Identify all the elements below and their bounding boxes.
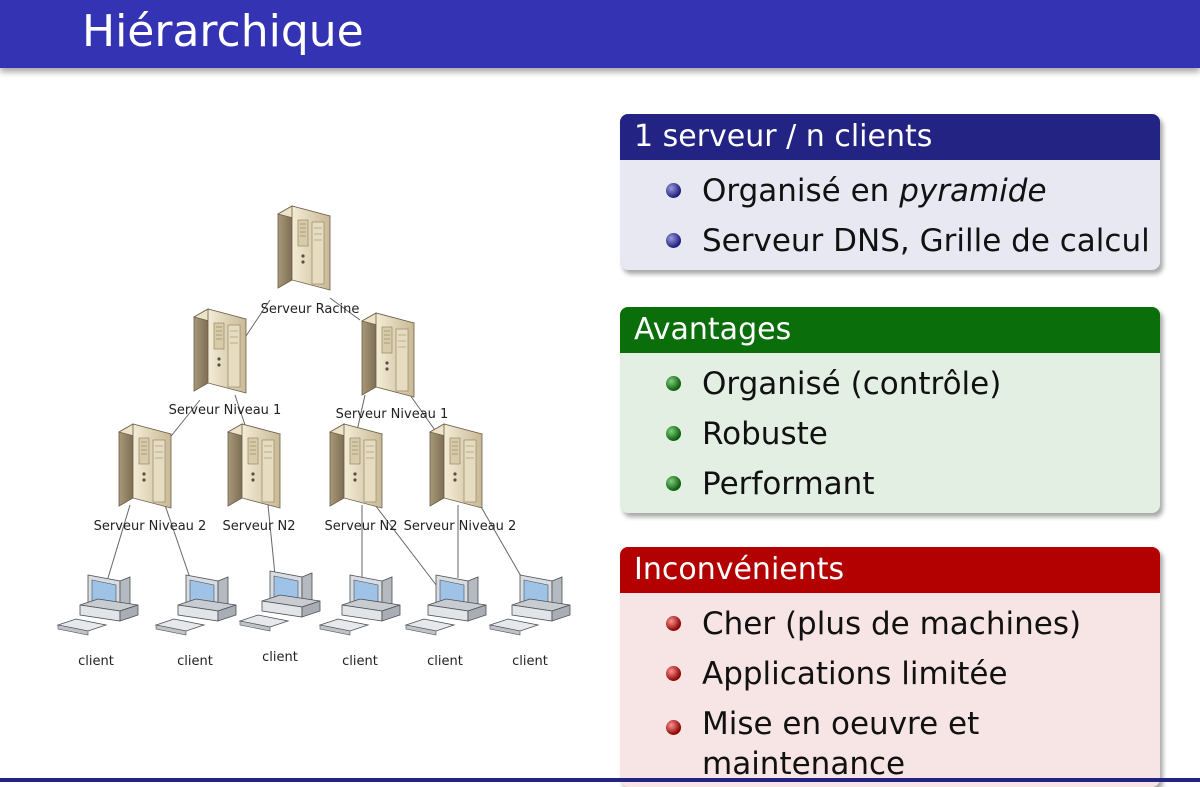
list-item: Mise en oeuvre et maintenance: [666, 699, 1160, 784]
block-serveur-clients: 1 serveur / n clients Organisé en pyrami…: [620, 114, 1160, 270]
client-computer-icon: [405, 574, 487, 636]
list-item-text: Mise en oeuvre et maintenance: [702, 706, 980, 782]
list-item: Robuste: [666, 409, 1160, 459]
list-item: Performant: [666, 459, 1160, 509]
client-computer-icon: [319, 574, 401, 636]
list-item-text: Organisé (contrôle): [702, 366, 1002, 402]
level2-server-icon: [429, 423, 483, 509]
list-item-text: Cher (plus de machines): [702, 606, 1082, 642]
client-label: client: [78, 654, 114, 669]
list-item: Cher (plus de machines): [666, 599, 1160, 649]
list-item: Organisé en pyramide: [666, 166, 1160, 216]
list-item: Applications limitée: [666, 649, 1160, 699]
root-server-icon: [277, 205, 331, 291]
level2-server-icon: [118, 423, 172, 509]
title-bar: Hiérarchique: [0, 0, 1200, 68]
level2-server-label: Serveur Niveau 2: [94, 519, 207, 534]
level1-server-icon: [361, 312, 415, 398]
slide-title: Hiérarchique: [82, 6, 364, 57]
block-inconvenients: Inconvénients Cher (plus de machines) Ap…: [620, 547, 1160, 787]
client-label: client: [262, 650, 298, 665]
client-computer-icon: [57, 574, 139, 636]
bullet-icon: [666, 666, 681, 681]
client-computer-icon: [239, 570, 321, 632]
bottom-bar: [0, 778, 1200, 782]
list-item-text: Performant: [702, 466, 875, 502]
bullet-icon: [666, 616, 681, 631]
client-computer-icon: [155, 574, 237, 636]
block-list: Organisé en pyramide Serveur DNS, Grille…: [620, 160, 1160, 270]
list-item-emphasis: pyramide: [899, 173, 1047, 209]
block-title: Inconvénients: [620, 547, 1160, 593]
level1-server-label: Serveur Niveau 1: [336, 407, 449, 422]
client-label: client: [512, 654, 548, 669]
client-label: client: [177, 654, 213, 669]
level2-server-icon: [329, 423, 383, 509]
list-item: Serveur DNS, Grille de calcul: [666, 216, 1160, 266]
level2-server-label: Serveur Niveau 2: [404, 519, 517, 534]
block-list: Organisé (contrôle) Robuste Performant: [620, 353, 1160, 513]
bullet-icon: [666, 183, 681, 198]
block-title: 1 serveur / n clients: [620, 114, 1160, 160]
client-computer-icon: [489, 574, 571, 636]
hierarchy-diagram: Serveur Racine Serveur Niveau 1 Serveur …: [57, 205, 571, 669]
client-label: client: [342, 654, 378, 669]
level2-server-label: Serveur N2: [325, 519, 398, 534]
level2-server-icon: [227, 423, 281, 509]
client-label: client: [427, 654, 463, 669]
bullet-icon: [666, 426, 681, 441]
level1-server-label: Serveur Niveau 1: [169, 403, 282, 418]
root-server-label: Serveur Racine: [261, 302, 360, 317]
list-item-text: Applications limitée: [702, 656, 1008, 692]
level2-server-label: Serveur N2: [223, 519, 296, 534]
list-item-text: Robuste: [702, 416, 828, 452]
bullet-icon: [666, 720, 681, 735]
bullet-icon: [666, 233, 681, 248]
bullet-icon: [666, 476, 681, 491]
block-title: Avantages: [620, 307, 1160, 353]
bullet-icon: [666, 376, 681, 391]
list-item-text: Serveur DNS, Grille de calcul: [702, 223, 1150, 259]
block-avantages: Avantages Organisé (contrôle) Robuste Pe…: [620, 307, 1160, 513]
connection-lines: [107, 297, 523, 591]
list-item: Organisé (contrôle): [666, 359, 1160, 409]
level1-server-icon: [193, 308, 247, 394]
block-list: Cher (plus de machines) Applications lim…: [620, 593, 1160, 787]
list-item-text: Organisé en: [702, 173, 900, 209]
